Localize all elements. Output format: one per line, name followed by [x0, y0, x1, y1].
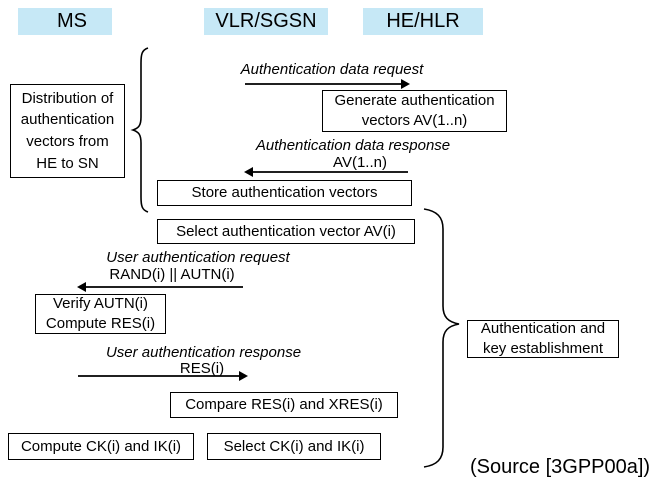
- box-generate-authentication-vectors: Generate authentication vectors AV(1..n): [322, 90, 507, 132]
- box-distribution-of-vectors: Distribution of authentication vectors f…: [10, 84, 125, 178]
- msg-sublabel-rand-autn: RAND(i) || AUTN(i): [109, 266, 235, 283]
- msg-sublabel-res: RES(i): [179, 360, 225, 377]
- msg-label-auth-data-response: Authentication data response: [255, 137, 451, 154]
- actor-vlr-sgsn: VLR/SGSN: [204, 8, 328, 35]
- box-select-ck-ik: Select CK(i) and IK(i): [207, 433, 381, 460]
- actor-ms: MS: [18, 8, 112, 35]
- msg-label-user-auth-response: User authentication response: [105, 344, 302, 361]
- source-citation: (Source [3GPP00a]): [470, 456, 651, 478]
- arrow-user-auth-request-left: [77, 282, 243, 292]
- box-compute-ck-ik: Compute CK(i) and IK(i): [8, 433, 194, 460]
- msg-sublabel-av-1n: AV(1..n): [333, 154, 387, 171]
- box-verify-autn-compute-res: Verify AUTN(i) Compute RES(i): [35, 294, 166, 334]
- box-select-authentication-vector: Select authentication vector AV(i): [157, 219, 415, 244]
- right-curly-brace: [423, 208, 460, 468]
- box-store-authentication-vectors: Store authentication vectors: [157, 180, 412, 206]
- actor-he-hlr: HE/HLR: [363, 8, 483, 35]
- msg-label-user-auth-request: User authentication request: [106, 249, 290, 266]
- msg-label-auth-data-request: Authentication data request: [240, 61, 424, 78]
- arrow-auth-data-request-right: [245, 79, 410, 89]
- left-curly-brace: [130, 47, 149, 213]
- box-compare-res-xres: Compare RES(i) and XRES(i): [170, 392, 398, 418]
- box-authentication-key-establishment: Authentication and key establishment: [467, 320, 619, 358]
